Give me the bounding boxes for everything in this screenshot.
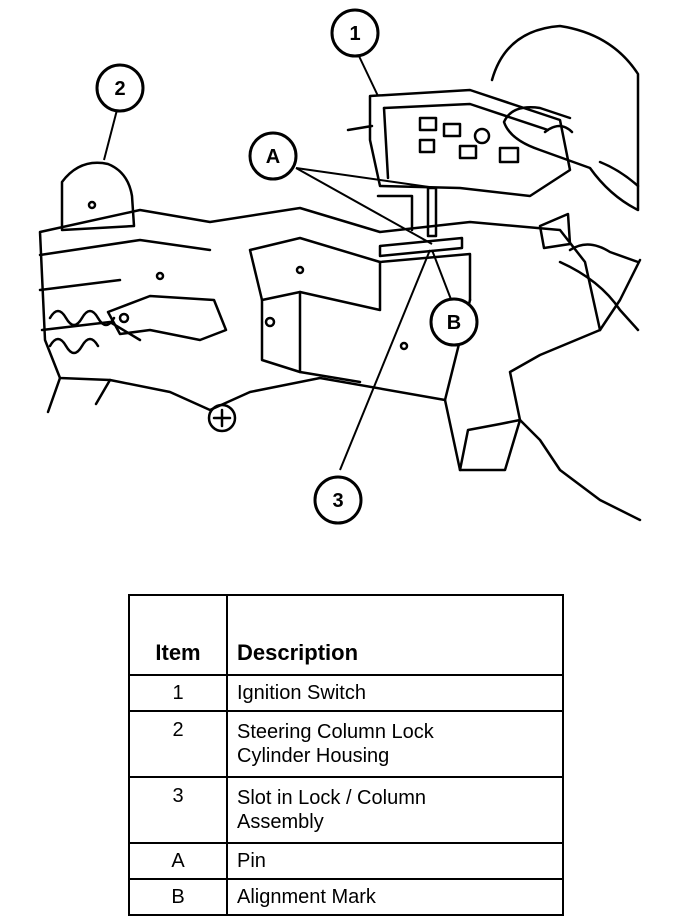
spring-lever <box>48 294 228 355</box>
legend-header-row: Item Description <box>128 594 564 676</box>
leader-lines <box>103 53 453 471</box>
callout-b-label: B <box>447 312 461 334</box>
legend-row: 3 Slot in Lock / Column Assembly <box>128 776 564 844</box>
callout-3-label: 3 <box>332 490 343 512</box>
legend-row: 1 Ignition Switch <box>128 674 564 712</box>
callout-1: 1 <box>330 8 380 58</box>
callout-2-label: 2 <box>114 78 125 100</box>
column-body <box>38 206 642 522</box>
legend-description: Ignition Switch <box>226 674 564 712</box>
callout-b: B <box>429 297 479 347</box>
callout-a: A <box>248 131 298 181</box>
legend-item: 2 <box>128 710 228 778</box>
ignition-switch <box>346 88 572 198</box>
header-item: Item <box>128 594 228 676</box>
steering-column-illustration: 1 2 A B 3 <box>38 8 642 525</box>
callout-2: 2 <box>95 63 145 113</box>
legend-description: Steering Column Lock Cylinder Housing <box>226 710 564 778</box>
lock-cylinder-housing <box>60 161 136 232</box>
callout-a-label: A <box>266 146 280 168</box>
legend-description: Pin <box>226 842 564 880</box>
legend-item: 1 <box>128 674 228 712</box>
legend-item: A <box>128 842 228 880</box>
legend-description: Slot in Lock / Column Assembly <box>226 776 564 844</box>
callout-1-label: 1 <box>349 23 360 45</box>
screw <box>207 403 237 433</box>
legend-table: Item Description 1 Ignition Switch 2 Ste… <box>128 594 564 916</box>
legend-row: 2 Steering Column Lock Cylinder Housing <box>128 710 564 778</box>
hands <box>490 24 640 332</box>
legend-item: 3 <box>128 776 228 844</box>
callout-3: 3 <box>313 475 363 525</box>
header-description: Description <box>226 594 564 676</box>
legend-row: A Pin <box>128 842 564 880</box>
